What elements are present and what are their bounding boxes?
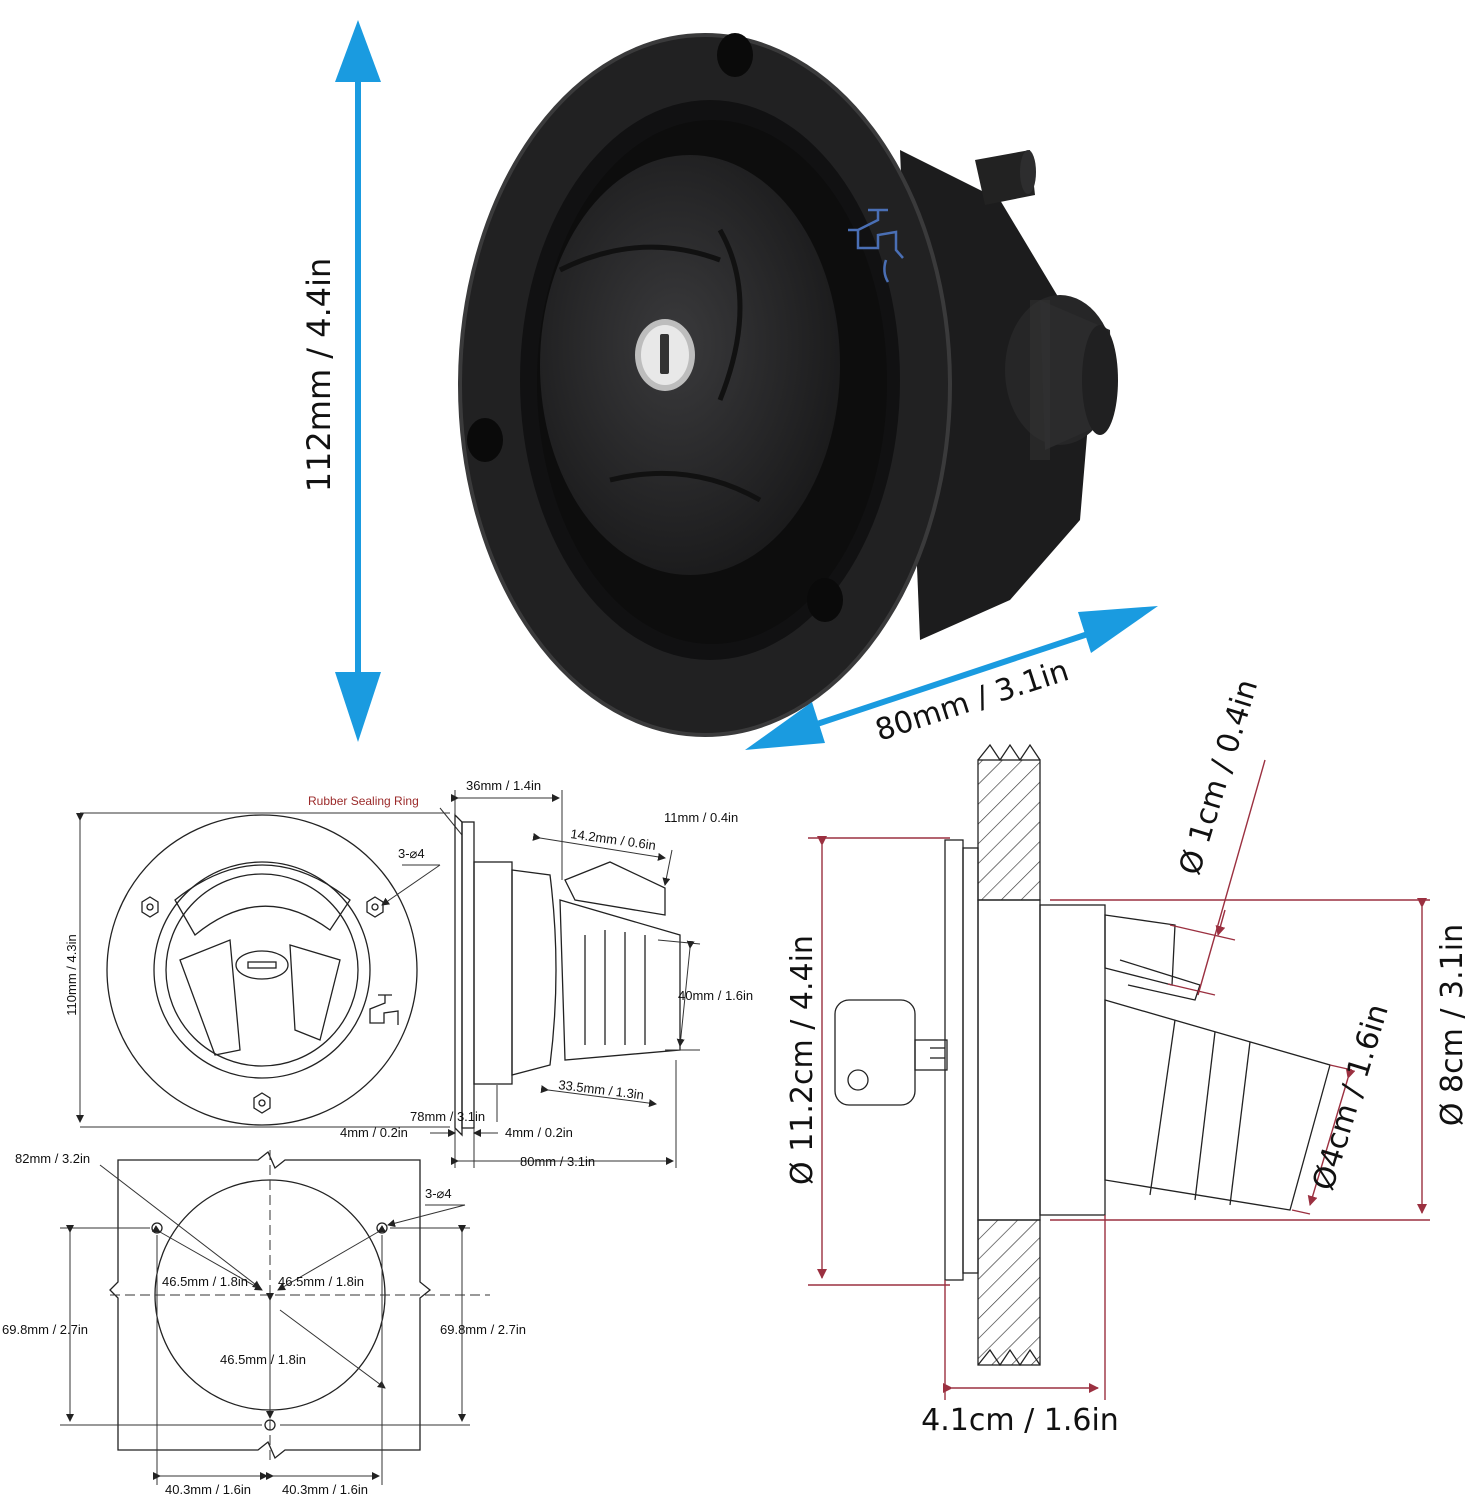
cutout-hole-label: 3-⌀4 (425, 1186, 452, 1201)
radius-left-label: 46.5mm / 1.8in (162, 1274, 248, 1289)
outlet-dia-label: 40mm / 1.6in (678, 988, 753, 1003)
key-icon (834, 999, 948, 1106)
screw-hole (467, 418, 503, 462)
outlet-dia-label-section: Ø4cm / 1.6in (1306, 1000, 1396, 1194)
small-tube-dia-label: Ø 1cm / 0.4in (1173, 675, 1266, 879)
tube-length-label: 14.2mm / 0.6in (570, 826, 657, 853)
cutout-template-drawing: 82mm / 3.2in 3-⌀4 46.5mm / 1.8in 46.5mm … (2, 1150, 526, 1497)
rubber-ring-label: Rubber Sealing Ring (308, 794, 419, 808)
front-view-drawing: 110mm / 4.3in 3-⌀4 (64, 812, 450, 1128)
cutout-width-label: 82mm / 3.2in (15, 1151, 90, 1166)
photo-width-label: 80mm / 3.1in (871, 653, 1073, 748)
front-height-label: 110mm / 4.3in (64, 934, 79, 1015)
section-view-drawing: Ø 11.2cm / 4.4in Ø 8cm / 3.1in Ø 1cm / 0… (785, 675, 1470, 1438)
front-hole-label: 3-⌀4 (398, 846, 425, 861)
tube-dia-label: 11mm / 0.4in (664, 810, 738, 825)
flange-dia-label-section: Ø 11.2cm / 4.4in (785, 935, 820, 1185)
left-thickness-label: 4mm / 0.2in (340, 1125, 408, 1140)
section-depth-label: 4.1cm / 1.6in (921, 1403, 1119, 1438)
side-view-drawing: Rubber Sealing Ring 36mm / 1.4in 14.2mm … (308, 778, 753, 1169)
outlet-length-label: 33.5mm / 1.3in (558, 1077, 645, 1102)
width-arrow (745, 606, 1158, 750)
screw-hole-marks (141, 896, 384, 1114)
photo-height-label: 112mm / 4.4in (300, 258, 338, 493)
product-photo: 112mm / 4.4in 80mm / 3.1in (300, 20, 1158, 750)
left-height-label: 69.8mm / 2.7in (2, 1322, 88, 1337)
faucet-icon (369, 994, 399, 1025)
body-dia-label: Ø 8cm / 3.1in (1435, 924, 1470, 1126)
radius-bottom-label: 46.5mm / 1.8in (220, 1352, 306, 1367)
bottom-left-label: 40.3mm / 1.6in (165, 1482, 251, 1497)
screw-hole (717, 33, 753, 77)
side-total-label: 80mm / 3.1in (520, 1154, 595, 1169)
flange-dia-label: 78mm / 3.1in (410, 1109, 485, 1124)
height-arrow (335, 20, 381, 742)
radius-right-label: 46.5mm / 1.8in (278, 1274, 364, 1289)
bottom-right-label: 40.3mm / 1.6in (282, 1482, 368, 1497)
right-thickness-label: 4mm / 0.2in (505, 1125, 573, 1140)
screw-hole (807, 578, 843, 622)
side-depth-label: 36mm / 1.4in (466, 778, 541, 793)
faucet-icon (848, 208, 904, 283)
right-height-label: 69.8mm / 2.7in (440, 1322, 526, 1337)
